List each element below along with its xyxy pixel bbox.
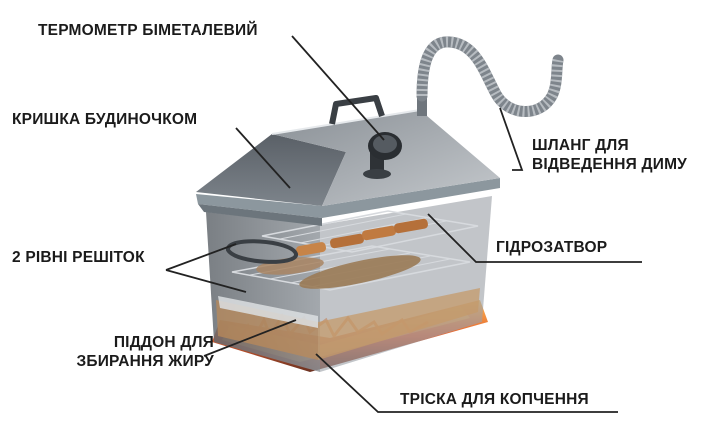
label-smoke-hose-line1: ШЛАНГ ДЛЯ (532, 137, 629, 154)
label-smoke-hose: ШЛАНГ ДЛЯ ВІДВЕДЕННЯ ДИМУ (532, 136, 687, 174)
leader-tray (203, 319, 297, 357)
leader-lines (165, 35, 642, 413)
smoke-hose (416, 36, 564, 117)
leader-water-seal (427, 213, 642, 263)
leader-lid (235, 127, 291, 189)
label-grease-tray: ПІДДОН ДЛЯ ЗБИРАННЯ ЖИРУ (44, 333, 214, 371)
side-handle (226, 239, 298, 264)
leader-racks-1 (165, 243, 237, 271)
grill-racks (231, 210, 479, 291)
lid-handle (329, 95, 385, 125)
label-wood-chips: ТРІСКА ДЛЯ КОПЧЕННЯ (400, 391, 589, 408)
label-smoke-hose-line2: ВІДВЕДЕННЯ ДИМУ (532, 156, 688, 173)
label-grease-tray-line1: ПІДДОН ДЛЯ (113, 334, 214, 351)
label-thermometer: ТЕРМОМЕТР БІМЕТАЛЕВИЙ (38, 22, 258, 39)
thermometer-icon (363, 132, 402, 179)
leader-thermometer (291, 35, 385, 141)
label-lid: КРИШКА БУДИНОЧКОМ (12, 111, 198, 128)
body-rim (196, 178, 500, 226)
leader-hose (499, 107, 524, 171)
leader-wood-chips (315, 353, 618, 413)
label-grease-tray-line2: ЗБИРАННЯ ЖИРУ (76, 353, 214, 370)
label-racks: 2 РІВНІ РЕШІТОК (12, 249, 145, 266)
label-water-seal: ГІДРОЗАТВОР (496, 239, 608, 256)
leader-racks-2 (165, 269, 247, 293)
